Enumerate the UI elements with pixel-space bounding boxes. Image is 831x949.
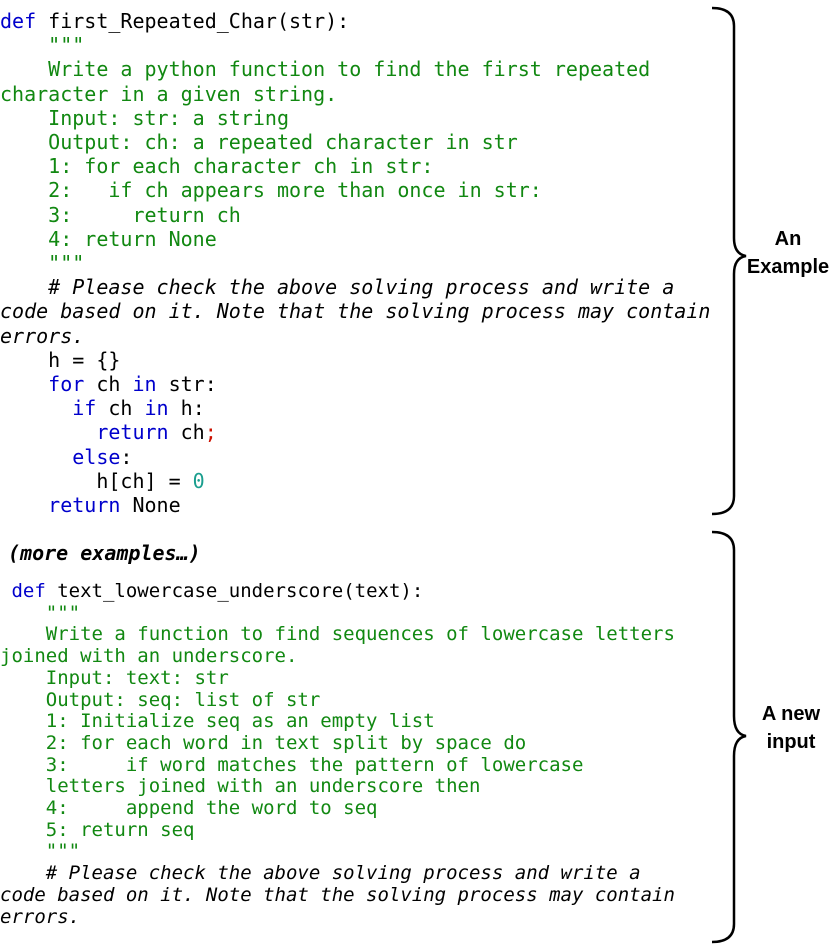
docstring-line: Output: seq: list of str: [0, 688, 321, 711]
comment-line: # Please check the above solving process…: [0, 275, 675, 300]
comment-line: code based on it. Note that the solving …: [0, 883, 675, 906]
docstring-line: 2: if ch appears more than once in str:: [0, 178, 542, 203]
docstring-line: Input: text: str: [0, 666, 229, 689]
keyword: if: [72, 396, 97, 421]
keyword: def: [0, 9, 37, 33]
example-brace-path: [711, 6, 747, 516]
new-input-label-line: input: [766, 731, 816, 753]
example-label-line: Example: [746, 256, 830, 278]
keyword: else: [72, 444, 121, 469]
comment-line: errors.: [0, 905, 81, 928]
code-text: ch: [168, 420, 205, 445]
code-line: def text_lowercase_underscore(text):: [0, 580, 675, 603]
docstring-line: 3: return ch: [0, 202, 241, 227]
number-literal: 0: [192, 468, 205, 493]
docstring-line: 3: if word matches the pattern of lowerc…: [0, 753, 584, 776]
example-label-line: An: [774, 228, 802, 250]
docstring-line: 1: for each character ch in str:: [0, 154, 434, 179]
code-text: text_lowercase_underscore(text):: [45, 580, 424, 602]
keyword: for: [48, 372, 85, 397]
code-text: None: [120, 493, 181, 518]
keyword: return: [96, 420, 169, 445]
docstring-line: Write a function to find sequences of lo…: [0, 623, 675, 646]
comment-line: code based on it. Note that the solving …: [0, 299, 711, 324]
code-line: for ch in str:: [0, 372, 710, 396]
new-input-label-line: A new: [761, 703, 821, 725]
more-examples-label: (more examples…): [8, 541, 201, 565]
code-text: str:: [156, 372, 217, 397]
code-line: h[ch] = 0: [0, 469, 710, 493]
code-line: return None: [0, 493, 710, 517]
code-line: if ch in h:: [0, 396, 710, 420]
keyword: def: [11, 580, 46, 602]
new-input-brace: [711, 530, 747, 944]
code-line: else:: [0, 445, 710, 469]
docstring-line: Output: ch: a repeated character in str: [0, 130, 518, 155]
docstring-line: character in a given string.: [0, 81, 338, 106]
docstring-line: """: [0, 33, 85, 58]
docstring-line: 4: append the word to seq: [0, 797, 378, 820]
keyword: return: [48, 493, 121, 518]
code-line: return ch;: [0, 420, 710, 444]
docstring-line: Write a python function to find the firs…: [0, 57, 651, 82]
docstring-line: """: [0, 840, 81, 863]
example-brace: [711, 6, 747, 516]
code-text: h[ch] =: [96, 468, 193, 493]
comment-line: errors.: [0, 323, 85, 348]
comment-line: # Please check the above solving process…: [0, 862, 641, 885]
example-label: An Example: [733, 225, 831, 281]
new-input-code-block: def text_lowercase_underscore(text): """…: [0, 580, 675, 928]
example-code-block: def first_Repeated_Char(str): """ Write …: [0, 9, 710, 517]
new-input-brace-path: [711, 530, 747, 944]
code-text: h:: [168, 396, 205, 421]
code-line: def first_Repeated_Char(str):: [0, 9, 710, 33]
docstring-line: 1: Initialize seq as an empty list: [0, 710, 435, 733]
code-text: ch: [84, 372, 133, 397]
docstring-line: 4: return None: [0, 226, 217, 251]
docstring-line: joined with an underscore.: [0, 645, 298, 668]
docstring-line: letters joined with an underscore then: [0, 775, 481, 798]
semicolon: ;: [204, 420, 217, 445]
new-input-label: A new input: [736, 700, 831, 756]
code-text: :: [120, 444, 133, 469]
docstring-line: 2: for each word in text split by space …: [0, 731, 527, 754]
code-text: first_Repeated_Char(str):: [36, 9, 350, 33]
docstring-line: Input: str: a string: [0, 105, 289, 130]
code-line: h = {}: [0, 347, 121, 372]
keyword: in: [132, 372, 157, 397]
code-text: ch: [96, 396, 145, 421]
docstring-line: """: [0, 601, 81, 624]
docstring-line: """: [0, 251, 85, 276]
docstring-line: 5: return seq: [0, 818, 195, 841]
keyword: in: [144, 396, 169, 421]
